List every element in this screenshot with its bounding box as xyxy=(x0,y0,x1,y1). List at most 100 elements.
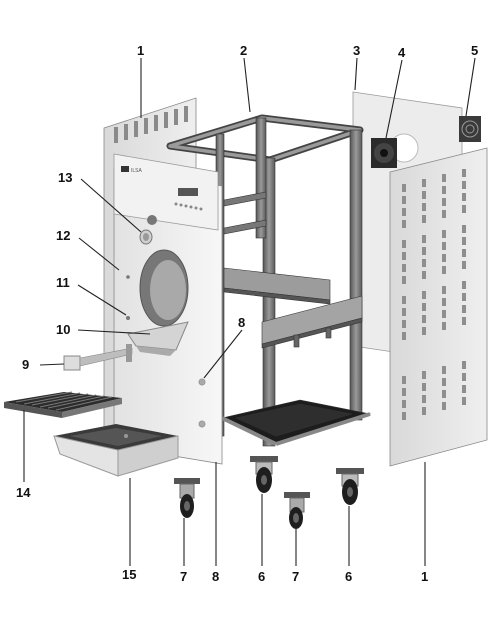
louvre-slot xyxy=(422,215,426,223)
callout-3: 3 xyxy=(353,43,360,58)
drip-guide xyxy=(127,321,189,356)
louvre-slot xyxy=(442,402,446,410)
swivel-castor-braked-left xyxy=(174,478,200,518)
louvre-slot xyxy=(402,240,406,248)
louvre-slot xyxy=(462,261,466,269)
louvre-slot xyxy=(462,225,466,233)
louvre-slot xyxy=(442,174,446,182)
louvre-slot xyxy=(462,281,466,289)
louvre-slot xyxy=(462,293,466,301)
callout-15: 15 xyxy=(122,567,136,582)
steel-frame xyxy=(166,114,372,447)
louvre-slot xyxy=(422,383,426,391)
louvre-slot xyxy=(402,308,406,316)
louvre-slot xyxy=(402,264,406,272)
louvre-slot xyxy=(462,305,466,313)
callout-12: 12 xyxy=(56,228,70,243)
swivel-castor-left xyxy=(250,456,278,493)
louvre-slot xyxy=(402,220,406,228)
louvre-slot xyxy=(422,191,426,199)
drip-grid-tray xyxy=(4,391,122,418)
louvre-slot xyxy=(462,373,466,381)
louvre-slot xyxy=(422,247,426,255)
louvre-slot xyxy=(442,254,446,262)
louvre-slot xyxy=(402,388,406,396)
callout-8-bottom: 8 xyxy=(212,569,219,584)
callout-6-left: 6 xyxy=(258,569,265,584)
louvre-slot xyxy=(442,266,446,274)
callout-5: 5 xyxy=(471,43,478,58)
cooling-fan xyxy=(371,138,397,168)
louvre-slot xyxy=(462,193,466,201)
callout-14: 14 xyxy=(16,485,31,500)
louvre-slot xyxy=(402,376,406,384)
callout-10: 10 xyxy=(56,322,70,337)
louvre-slot xyxy=(442,378,446,386)
selector-knob xyxy=(139,229,153,245)
callout-7-right: 7 xyxy=(292,569,299,584)
callout-9: 9 xyxy=(22,357,29,372)
louvre-slot xyxy=(442,322,446,330)
louvre-slot xyxy=(422,315,426,323)
louvre-slot xyxy=(402,184,406,192)
louvre-slot xyxy=(422,303,426,311)
fan-guard xyxy=(459,116,481,142)
louvre-slot xyxy=(442,310,446,318)
louvre-slot xyxy=(462,181,466,189)
louvre-slot xyxy=(422,203,426,211)
louvre-slot xyxy=(402,332,406,340)
louvre-slot xyxy=(402,196,406,204)
front-panel: ILSA xyxy=(113,153,223,465)
louvre-slot xyxy=(422,271,426,279)
callout-11: 11 xyxy=(56,275,70,290)
support-bracket xyxy=(63,344,133,371)
callout-6-right: 6 xyxy=(345,569,352,584)
callout-2: 2 xyxy=(240,43,247,58)
louvre-slot xyxy=(402,276,406,284)
louvre-slot xyxy=(442,298,446,306)
louvre-slot xyxy=(422,395,426,403)
louvre-slot xyxy=(402,400,406,408)
callout-1-bottom: 1 xyxy=(421,569,428,584)
louvre-slot xyxy=(422,291,426,299)
louvre-slot xyxy=(442,230,446,238)
louvre-slot xyxy=(462,169,466,177)
leader-lines xyxy=(23,57,476,566)
right-side-panel xyxy=(389,147,488,467)
louvre-slot xyxy=(422,179,426,187)
panel-brand-label: ILSA xyxy=(131,168,143,174)
callout-13: 13 xyxy=(58,170,72,185)
callout-4: 4 xyxy=(398,45,406,60)
louvre-slot xyxy=(442,286,446,294)
swivel-castor-right xyxy=(336,468,364,505)
louvre-slot xyxy=(462,237,466,245)
louvre-slot xyxy=(462,397,466,405)
louvre-slot xyxy=(462,317,466,325)
louvre-slot xyxy=(462,249,466,257)
louvre-slot xyxy=(442,242,446,250)
callout-1-top: 1 xyxy=(137,43,144,58)
louvre-slot xyxy=(442,186,446,194)
louvre-slot xyxy=(442,210,446,218)
louvre-slot xyxy=(402,296,406,304)
louvre-slot xyxy=(422,259,426,267)
swivel-castor-braked-right xyxy=(284,492,310,529)
callout-7-left: 7 xyxy=(180,569,187,584)
louvre-slot xyxy=(462,385,466,393)
louvre-slot xyxy=(402,252,406,260)
louvre-slot xyxy=(422,371,426,379)
callout-labels: 1 2 3 4 5 13 12 11 10 9 8 14 15 7 8 6 7 … xyxy=(16,43,478,584)
louvre-slot xyxy=(462,361,466,369)
louvre-slot xyxy=(442,366,446,374)
louvre-slot xyxy=(402,320,406,328)
louvre-slot xyxy=(402,208,406,216)
louvre-slot xyxy=(422,235,426,243)
louvre-slot xyxy=(442,198,446,206)
callout-8-mid: 8 xyxy=(238,315,245,330)
louvre-slot xyxy=(402,412,406,420)
louvre-slot xyxy=(462,205,466,213)
louvre-slot xyxy=(422,327,426,335)
louvre-slot xyxy=(422,407,426,415)
